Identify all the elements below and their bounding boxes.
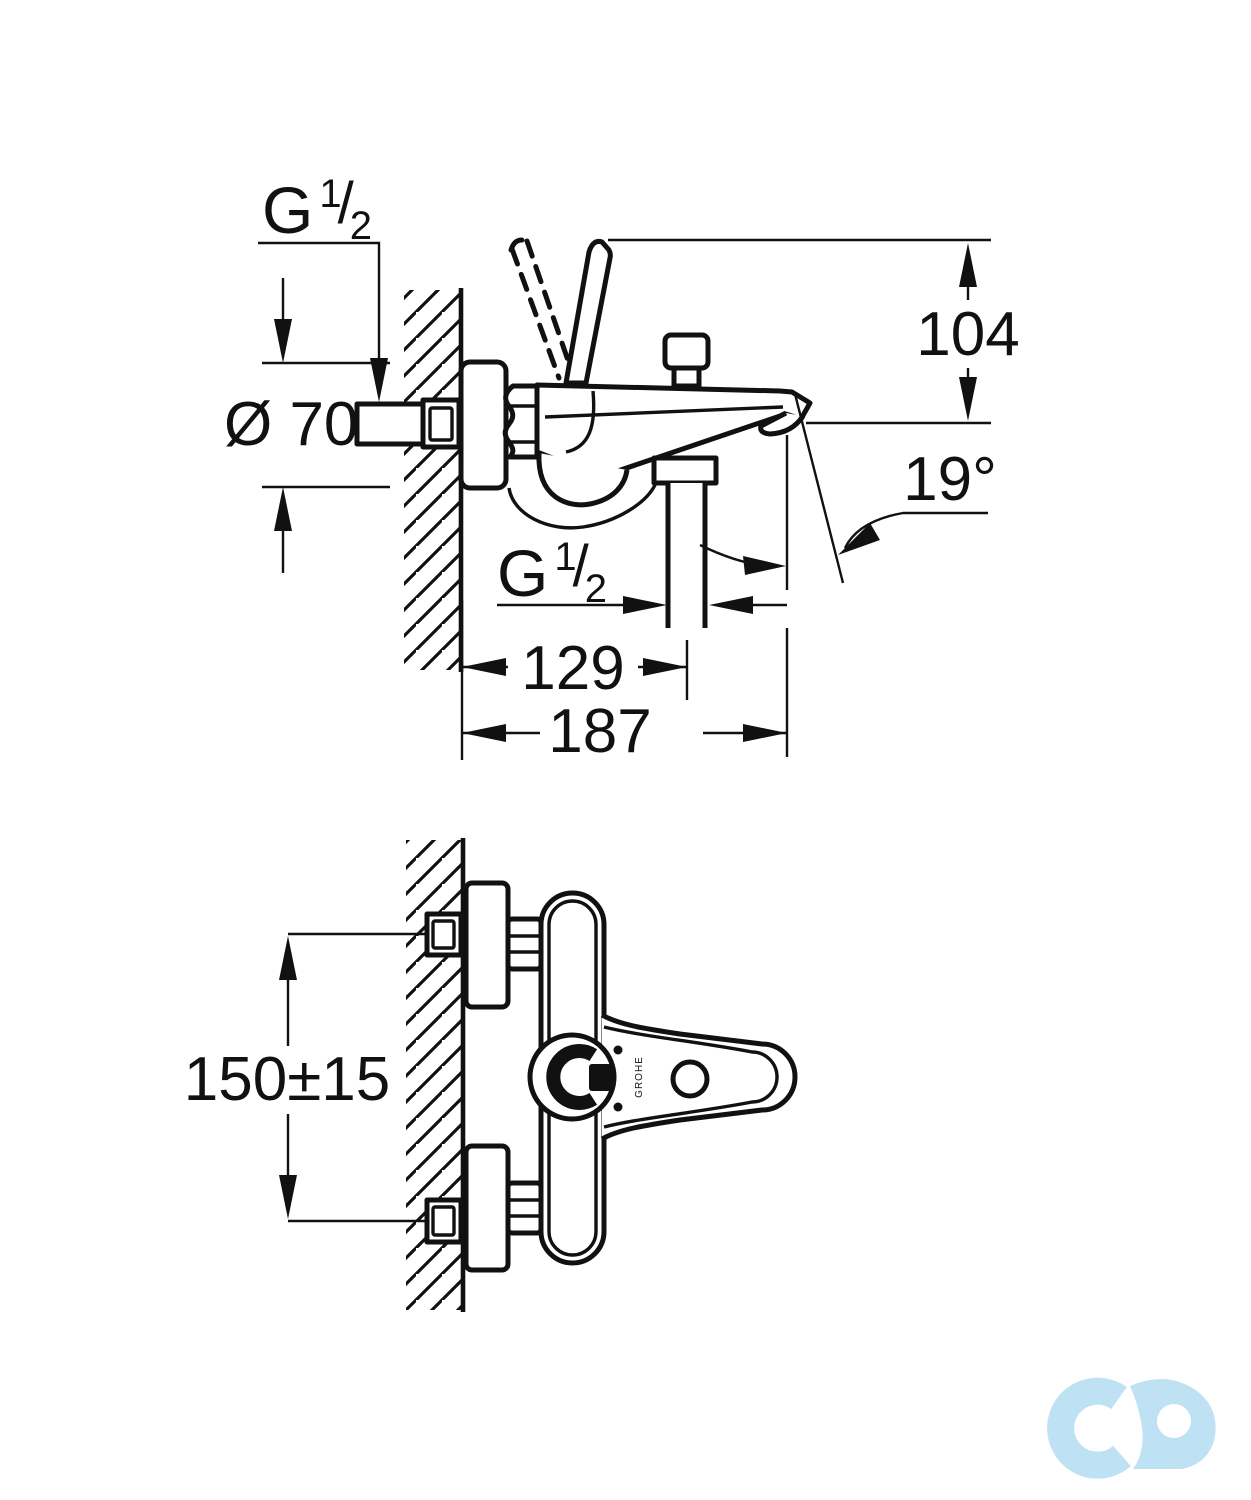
watermark-logo [1047,1377,1216,1479]
plan-view: GROHE 150±15 [184,838,798,1312]
dim-flange-diameter: Ø 70 [224,278,390,573]
upper-union [424,880,544,1010]
screw-dot [613,1102,623,1112]
dim-spout-height-label: 104 [916,300,1019,369]
handle-plan [527,1032,617,1122]
wall-hatch [404,290,460,670]
diverter-button-plan [670,1059,710,1099]
lever-handle [563,239,613,386]
dim-spout-angle: 19° [699,445,997,575]
dim-wall-to-hose-label: 129 [521,634,624,703]
wall-flange [458,359,509,491]
diverter-knob [662,332,711,389]
dim-wall-to-spout-tip: 187 [462,628,789,766]
spout-plan: GROHE [600,1012,798,1142]
angle-reference-line [793,393,845,584]
dim-wall-to-spout-tip-label: 187 [548,697,651,766]
dim-spout-height: 104 [608,238,1020,425]
dim-union-center-distance: 150±15 [184,936,390,1219]
grohe-engraving: GROHE [634,1056,645,1098]
inlet-union [354,397,462,450]
dim-flange-diameter-label: Ø 70 [224,390,358,459]
dim-spout-angle-label: 19° [903,445,997,514]
body-underside [507,452,657,530]
dim-wall-to-hose: 129 [460,600,689,760]
lever-dashed-position [508,237,576,381]
screw-dot [613,1045,623,1055]
lower-union [424,1143,544,1273]
hose-connection [651,455,719,628]
hex-nut [502,383,540,460]
spout-outlet-lip [758,410,806,437]
dim-union-center-distance-label: 150±15 [184,1045,390,1114]
